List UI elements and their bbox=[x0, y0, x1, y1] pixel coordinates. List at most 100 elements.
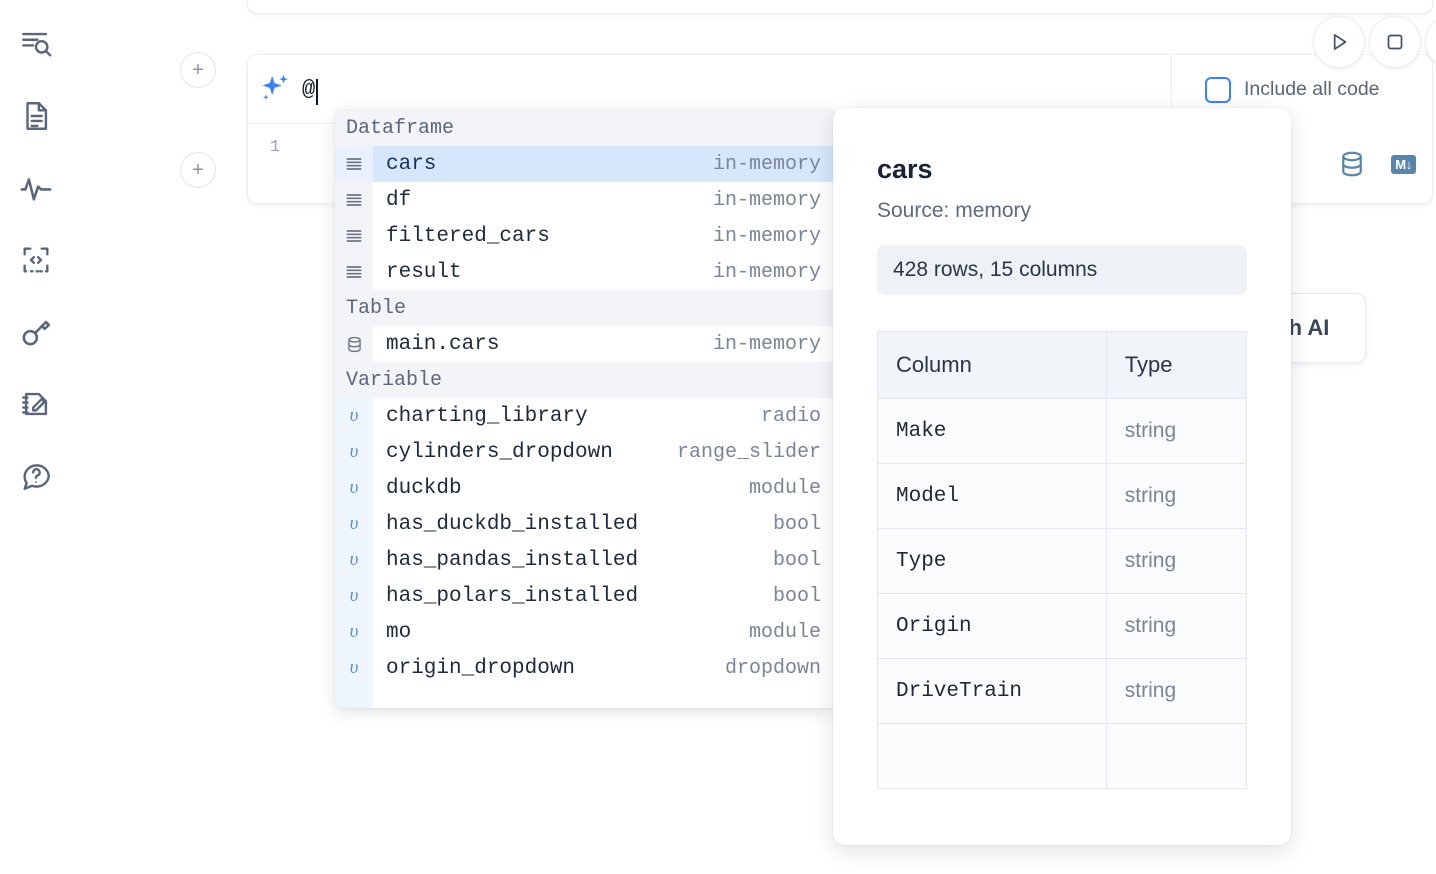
autocomplete-item-name: has_polars_installed bbox=[386, 584, 639, 608]
schema-column-name: Make bbox=[877, 398, 1107, 464]
autocomplete-item-name: filtered_cars bbox=[386, 224, 550, 248]
text-caret bbox=[316, 79, 319, 105]
scratchpad-icon[interactable] bbox=[10, 378, 62, 430]
sparkles-icon bbox=[248, 72, 302, 106]
autocomplete-item-kind: in-memory bbox=[712, 188, 821, 212]
dataframe-icon bbox=[335, 254, 373, 290]
schema-column-type: string bbox=[1105, 593, 1248, 659]
file-text-icon[interactable] bbox=[10, 90, 62, 142]
autocomplete-item-kind: in-memory bbox=[712, 260, 821, 284]
autocomplete-item[interactable]: υ origin_dropdown dropdown bbox=[335, 650, 835, 686]
left-icon-rail bbox=[0, 0, 72, 874]
variable-icon: υ bbox=[335, 398, 373, 434]
schema-column-type: string bbox=[1105, 528, 1248, 594]
autocomplete-item-kind: bool bbox=[772, 548, 821, 572]
cell-toolbar-icons: M↓ bbox=[1173, 124, 1432, 203]
autocomplete-item-name: cars bbox=[373, 146, 713, 182]
stop-cell-button[interactable] bbox=[1369, 16, 1421, 68]
schema-column-type bbox=[1105, 723, 1248, 789]
autocomplete-group-header: Table bbox=[335, 290, 835, 326]
dataset-title: cars bbox=[877, 154, 933, 184]
autocomplete-item-kind: radio bbox=[760, 404, 821, 428]
autocomplete-item-kind: in-memory bbox=[712, 332, 821, 356]
autocomplete-item-name: has_pandas_installed bbox=[386, 548, 639, 572]
autocomplete-item[interactable] bbox=[335, 686, 835, 708]
database-icon[interactable] bbox=[1337, 149, 1367, 179]
autocomplete-item-name: result bbox=[386, 260, 462, 284]
autocomplete-item-name bbox=[373, 686, 821, 708]
variable-icon: υ bbox=[335, 506, 373, 542]
autocomplete-item[interactable]: result in-memory bbox=[335, 254, 835, 290]
schema-column-name: Origin bbox=[877, 593, 1107, 659]
code-snippet-icon[interactable] bbox=[10, 234, 62, 286]
schema-column-name: Type bbox=[877, 528, 1107, 594]
outline-search-icon[interactable] bbox=[10, 18, 62, 70]
autocomplete-item-kind: in-memory bbox=[712, 146, 835, 182]
variable-icon: υ bbox=[335, 614, 373, 650]
autocomplete-item[interactable]: df in-memory bbox=[335, 182, 835, 218]
activity-icon[interactable] bbox=[10, 162, 62, 214]
markdown-badge[interactable]: M↓ bbox=[1391, 154, 1416, 174]
add-cell-button-top[interactable]: + bbox=[180, 52, 216, 88]
autocomplete-item-name: origin_dropdown bbox=[386, 656, 576, 680]
autocomplete-item-kind: range_slider bbox=[676, 440, 821, 464]
autocomplete-item-name: main.cars bbox=[386, 332, 500, 356]
autocomplete-item-name: cylinders_dropdown bbox=[386, 440, 613, 464]
ai-prompt-input[interactable]: @ bbox=[302, 55, 1171, 123]
include-all-code-checkbox[interactable] bbox=[1205, 76, 1231, 103]
run-cell-button[interactable] bbox=[1313, 16, 1365, 68]
autocomplete-item-name: duckdb bbox=[386, 476, 462, 500]
variable-icon bbox=[335, 686, 373, 708]
schema-type-header: Type bbox=[1105, 331, 1248, 399]
autocomplete-item-name: charting_library bbox=[386, 404, 588, 428]
include-all-code-row[interactable]: Include all code bbox=[1173, 55, 1432, 124]
autocomplete-item-name: df bbox=[386, 188, 412, 212]
cell-above-clipped bbox=[247, 0, 1433, 14]
line-number: 1 bbox=[269, 138, 281, 157]
variable-icon: υ bbox=[335, 542, 373, 578]
variable-icon: υ bbox=[335, 470, 373, 506]
autocomplete-item-kind: dropdown bbox=[724, 656, 821, 680]
variable-icon: υ bbox=[335, 650, 373, 686]
autocomplete-item[interactable]: υ cylinders_dropdown range_slider bbox=[335, 434, 835, 470]
schema-column-header: Column bbox=[877, 331, 1107, 399]
help-chat-icon[interactable] bbox=[10, 450, 62, 502]
autocomplete-item[interactable]: υ charting_library radio bbox=[335, 398, 835, 434]
dataframe-icon bbox=[335, 182, 373, 218]
dataset-shape-chip: 428 rows, 15 columns bbox=[877, 245, 1247, 295]
dataframe-icon bbox=[335, 218, 373, 254]
schema-header-row: Column Type bbox=[877, 331, 1248, 399]
schema-row bbox=[877, 723, 1248, 789]
autocomplete-item[interactable]: main.cars in-memory bbox=[335, 326, 835, 362]
autocomplete-item[interactable]: υ has_pandas_installed bool bbox=[335, 542, 835, 578]
variable-icon: υ bbox=[335, 434, 373, 470]
key-icon[interactable] bbox=[10, 306, 62, 358]
autocomplete-item-name: has_duckdb_installed bbox=[386, 512, 639, 536]
schema-column-name: DriveTrain bbox=[877, 658, 1107, 724]
autocomplete-group-header: Dataframe bbox=[335, 110, 835, 146]
dataset-detail-panel: cars Source: memory 428 rows, 15 columns… bbox=[833, 108, 1291, 845]
autocomplete-item-kind: module bbox=[748, 476, 821, 500]
table-db-icon bbox=[335, 326, 373, 362]
schema-column-type: string bbox=[1105, 463, 1248, 529]
autocomplete-group-header: Variable bbox=[335, 362, 835, 398]
autocomplete-item-kind: bool bbox=[772, 584, 821, 608]
schema-column-type: string bbox=[1105, 398, 1248, 464]
add-cell-button-bottom[interactable]: + bbox=[180, 152, 216, 188]
include-all-code-label: Include all code bbox=[1244, 78, 1380, 100]
schema-column-name bbox=[877, 723, 1107, 789]
dataframe-icon bbox=[335, 146, 373, 182]
